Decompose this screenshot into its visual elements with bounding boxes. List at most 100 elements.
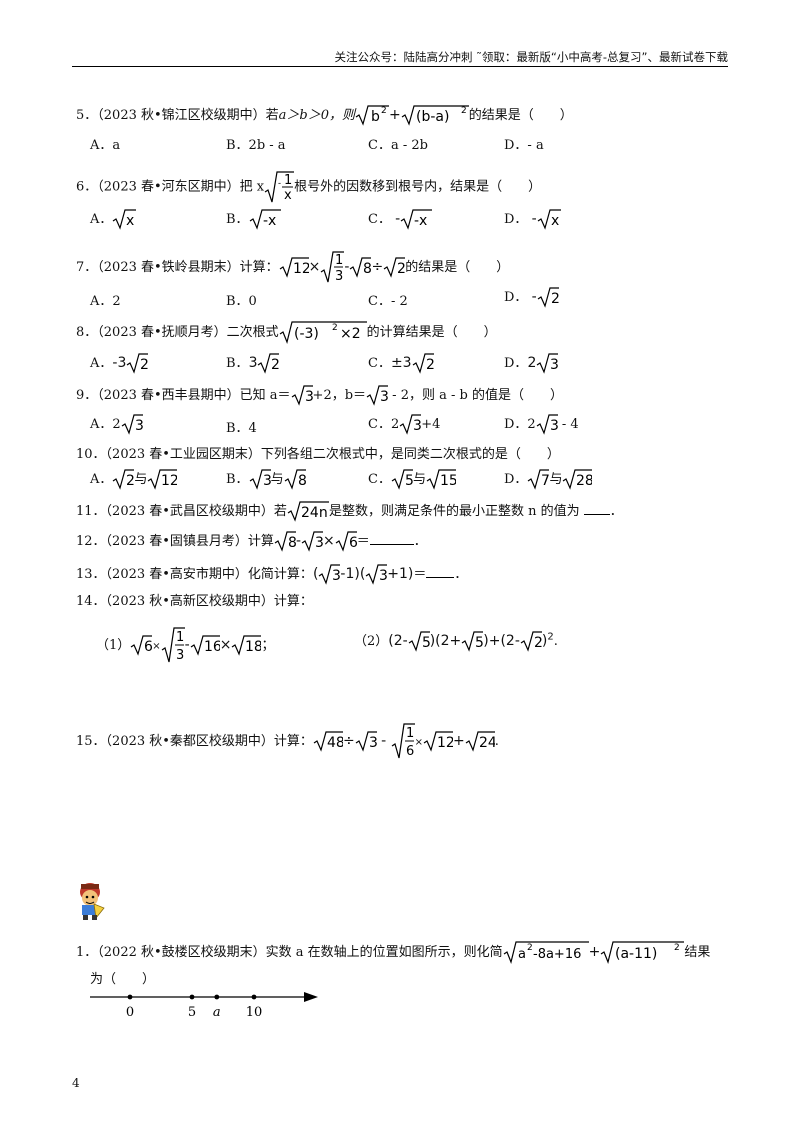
q7-r1: 12 xyxy=(293,261,309,277)
q12-end: ． xyxy=(413,534,427,549)
q10-d-join: 与 xyxy=(549,472,563,487)
radical-sign-icon: 3 xyxy=(355,731,378,752)
q14-p2-end: . xyxy=(553,634,558,649)
q14-p2-d: ) xyxy=(541,633,548,649)
q12-times: × xyxy=(323,533,335,549)
page-number: 4 xyxy=(72,1076,80,1090)
radical-sign-icon: 3 xyxy=(399,414,422,435)
radical-sign-icon: 3 xyxy=(365,564,388,585)
q9-r2: 3 xyxy=(380,389,388,405)
q6-b-label: B． xyxy=(226,212,249,227)
q14-p1-den: 3 xyxy=(176,648,184,663)
q14-p1-label: （1） xyxy=(96,638,131,653)
radical-sign-icon: 2 xyxy=(537,287,560,308)
q13-expr: (3-1)(3+1) xyxy=(312,564,413,585)
q8-a-rad: 2 xyxy=(140,357,148,373)
q8-c-expr: 2 xyxy=(412,353,435,374)
q15-x: × xyxy=(414,737,424,748)
q7-option-b: B．0 xyxy=(226,294,257,309)
q5-rad2: (b-a) xyxy=(416,109,449,125)
q9-a-rad: 3 xyxy=(135,418,143,434)
q12-r2: 3 xyxy=(315,535,323,551)
q10-c-label: C． xyxy=(368,472,391,487)
answer-blank[interactable] xyxy=(369,544,414,545)
p1-rad1b: -8a+16 xyxy=(533,947,581,962)
radical-sign-icon: 24n xyxy=(287,501,329,522)
q8-d-rad: 3 xyxy=(550,357,558,373)
number-line-label: 10 xyxy=(246,1005,263,1020)
q7-d-expr: 2 xyxy=(537,287,560,308)
q8-a-expr: 2 xyxy=(126,353,149,374)
q15-r1: 48 xyxy=(327,735,343,751)
q5-sup2: 2 xyxy=(461,106,467,116)
answer-blank[interactable] xyxy=(426,577,455,578)
q10-a-expr2: 12 xyxy=(147,469,179,490)
q14-p2-sup: 2 xyxy=(547,631,554,643)
q6-option-d: D． -x xyxy=(504,208,561,230)
header-rule xyxy=(72,66,728,67)
q5-plus: + xyxy=(389,107,401,123)
q8-prefix: 8．（2023 春•抚顺月考）二次根式 xyxy=(76,325,279,340)
q8-a-label: A． xyxy=(90,356,113,371)
radical-fraction-icon: 13 xyxy=(161,627,185,663)
q9-a-expr: 3 xyxy=(121,414,144,435)
q13-expr1: ( xyxy=(312,566,319,582)
question-9: 9．（2023 春•西丰县期中）已知 a＝3+2，b＝3 - 2，则 a - b… xyxy=(76,384,563,406)
q14-part-2: （2）(2-5)(2+5)+(2-2)2. xyxy=(354,630,558,652)
q10-d-expr2: 28 xyxy=(562,469,594,490)
q7-num: 1 xyxy=(335,253,343,268)
q5-rad1: b xyxy=(371,109,380,125)
q5-option-b: B．2b - a xyxy=(226,138,286,153)
radical-sign-icon: x xyxy=(113,209,137,230)
q9-option-b: B．4 xyxy=(226,421,257,436)
q14-p1-end: ； xyxy=(261,638,275,653)
q6-d-label: D． xyxy=(504,212,528,227)
q15-den: 6 xyxy=(406,744,414,759)
q5-cond: a＞b＞0，则 xyxy=(278,108,355,123)
number-line-point xyxy=(189,994,195,1000)
q5-sup1: 2 xyxy=(381,106,387,116)
q9-r2-expr: 3 xyxy=(366,385,389,406)
q7-times: × xyxy=(308,259,321,275)
q8-suffix: 的计算结果是（ ） xyxy=(366,325,497,340)
q10-a-a: 2 xyxy=(126,473,134,489)
radical-sign-icon: 2 xyxy=(127,353,149,374)
q6-num: 1 xyxy=(284,173,292,188)
answer-blank[interactable] xyxy=(583,514,610,515)
pencil-mascot-icon xyxy=(80,883,105,920)
q12-r3: 6 xyxy=(349,535,357,551)
number-line-point xyxy=(214,994,220,1000)
q15-r3: 12 xyxy=(437,735,453,751)
question-13: 13．（2023 春•高安市期中）化简计算：(3-1)(3+1)＝． xyxy=(76,563,467,585)
p1-plus: + xyxy=(588,944,601,960)
radical-sign-icon: 6 xyxy=(335,531,358,552)
q9-d-rad: 3 xyxy=(550,418,558,434)
radical-sign-icon: 2 xyxy=(383,257,406,278)
radical-sign-icon: 3 xyxy=(319,564,341,585)
q11-expr: 24n xyxy=(287,501,329,522)
q10-c-join: 与 xyxy=(412,472,426,487)
radical-sign-icon: 3 xyxy=(301,531,324,552)
q6-b-expr: -x xyxy=(249,209,281,230)
q12-expr: 8-3×6 xyxy=(274,531,358,552)
q14-p2-r2: 5 xyxy=(475,635,483,651)
radical-sign-icon: 2 xyxy=(520,631,543,652)
radical-sign-icon: 24 xyxy=(465,731,497,752)
radical-sign-icon: 3 xyxy=(291,385,313,406)
radical-sign-icon: 3 xyxy=(249,469,271,490)
q14-p1-r2: 16 xyxy=(204,639,220,655)
q6-suffix: 根号外的因数移到根号内，结果是（ ） xyxy=(294,179,542,195)
radical-sign-icon: 2 xyxy=(412,353,435,374)
radical-sign-icon: 5 xyxy=(408,631,431,652)
q9-c-rad: 3 xyxy=(413,418,421,434)
q10-d-expr: 7 xyxy=(527,469,550,490)
